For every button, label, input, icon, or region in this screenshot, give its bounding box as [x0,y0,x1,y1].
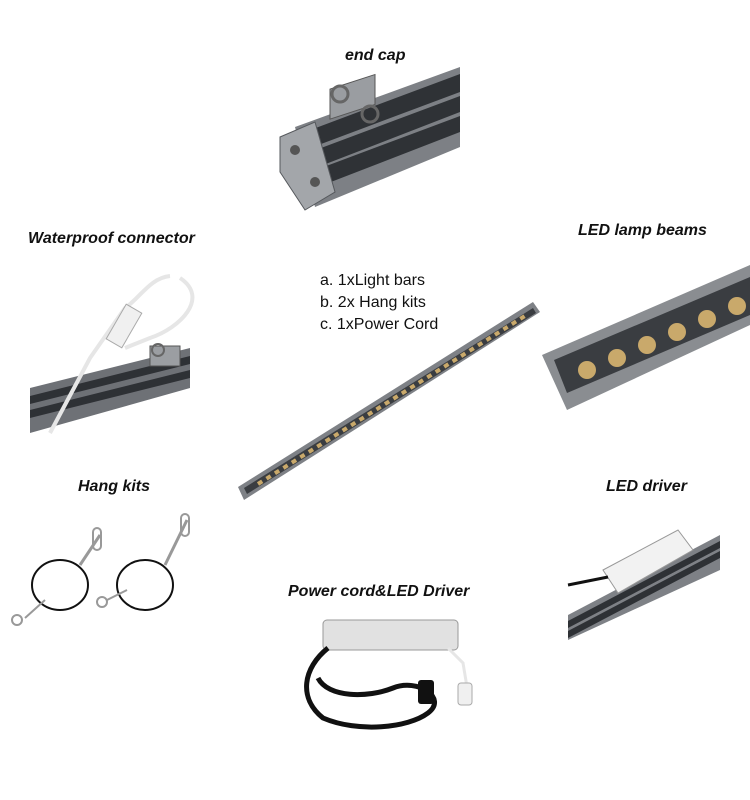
contents-item: b. 2x Hang kits [320,294,426,311]
power-cord-driver-image [304,619,473,730]
led-driver-label: LED driver [606,478,687,495]
contents-item: a. 1xLight bars [320,272,425,289]
led-driver-image [567,529,720,640]
end-cap-image [279,67,460,211]
waterproof-connector-image [30,274,195,434]
led-lamp-beams-image [542,265,750,410]
contents-item: c. 1xPower Cord [320,316,439,333]
end-cap-label: end cap [345,47,406,64]
hang-kits-label: Hang kits [78,478,151,495]
hang-kits-image [11,513,190,626]
power-cord-driver-label: Power cord&LED Driver [288,583,470,600]
package-contents-list: a. 1xLight bars b. 2x Hang kits c. 1xPow… [320,270,438,336]
light-bar-image [238,302,540,500]
waterproof-connector-label: Waterproof connector [28,230,195,247]
led-lamp-beams-label: LED lamp beams [578,222,707,239]
